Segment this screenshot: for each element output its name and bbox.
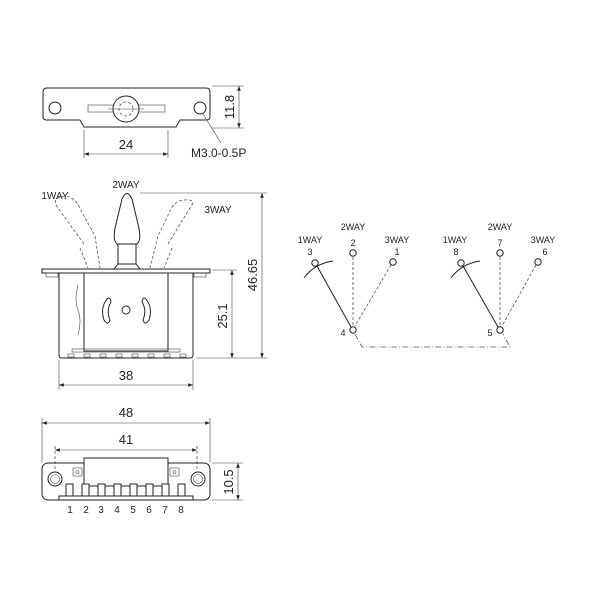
dim-10-5: 10.5 (221, 469, 236, 494)
mount-hole (193, 101, 207, 115)
right-1way-label: 1WAY (443, 235, 468, 245)
mount-plate (41, 268, 211, 274)
dim-38: 38 (119, 368, 133, 383)
pin-numbers: 1 2 3 4 5 6 7 8 (67, 505, 184, 516)
pin-4-label: 4 (340, 328, 345, 338)
pin-number: 6 (146, 505, 152, 516)
left-3way-label: 3WAY (385, 235, 410, 245)
pin-3-label: 3 (307, 247, 312, 257)
schematic-left: 1WAY 2WAY 3WAY 3 2 1 4 (298, 222, 410, 338)
pin-number: 4 (114, 505, 120, 516)
wiring-schematic: 1WAY 2WAY 3WAY 3 2 1 4 1WAY 2WAY 3WAY 8 … (298, 222, 556, 348)
dim-48: 48 (119, 405, 133, 420)
pin-number: 5 (130, 505, 136, 516)
label-1way: 1WAY (41, 191, 69, 202)
left-1way-label: 1WAY (298, 235, 323, 245)
pin-8-label: 8 (453, 247, 458, 257)
top-view: 11.8 24 M3.0-0.5P (42, 85, 246, 160)
lever-2way (113, 193, 141, 245)
mount-hole (48, 101, 62, 115)
link-line (354, 333, 511, 348)
pin-number: 3 (98, 505, 104, 516)
dim-46-65: 46.65 (245, 259, 260, 292)
label-3way: 3WAY (204, 205, 232, 216)
left-2way-label: 2WAY (341, 222, 366, 232)
label-2way: 2WAY (112, 180, 140, 191)
pin-2-label: 2 (350, 238, 355, 248)
pin-number: 7 (162, 505, 168, 516)
lever-3way-ghost (149, 199, 193, 269)
dim-11-8: 11.8 (222, 95, 237, 119)
thread-label: M3.0-0.5P (191, 146, 246, 160)
schematic-right: 1WAY 2WAY 3WAY 8 7 6 5 (443, 222, 556, 338)
pin-number: 1 (67, 505, 73, 516)
bottom-view: 48 41 10.5 1 2 3 4 5 6 7 8 (41, 405, 243, 516)
right-2way-label: 2WAY (488, 222, 513, 232)
pin-1-label: 1 (394, 247, 399, 257)
pin-number: 8 (178, 505, 184, 516)
lever-1way-ghost (55, 195, 101, 269)
pin-6-label: 6 (542, 247, 547, 257)
pin-number: 2 (83, 505, 89, 516)
dim-41: 41 (119, 432, 133, 447)
dim-25-1: 25.1 (215, 303, 230, 328)
terminal-row (67, 353, 187, 358)
pin-5-label: 5 (487, 328, 492, 338)
side-view: 1WAY 2WAY 3WAY 46.65 25.1 38 (41, 180, 267, 390)
pin-7-label: 7 (497, 238, 502, 248)
dim-24: 24 (119, 137, 133, 152)
right-3way-label: 3WAY (531, 235, 556, 245)
